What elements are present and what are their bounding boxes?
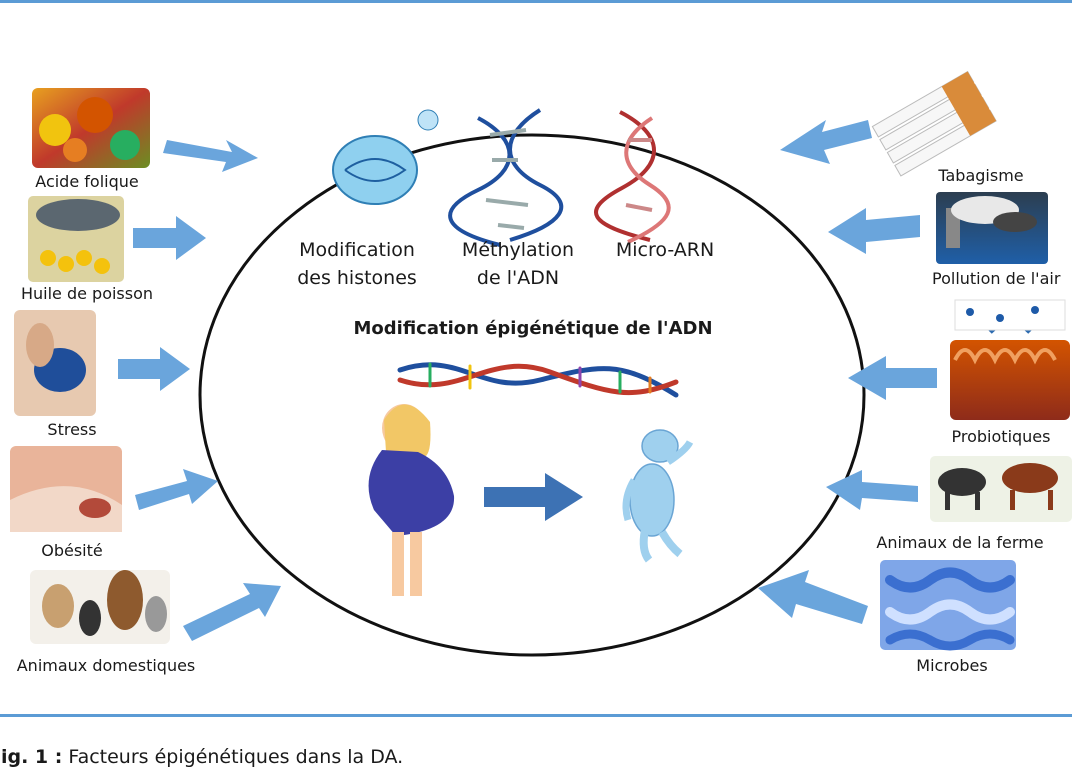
farm-animals-icon <box>930 456 1072 522</box>
gut-tissue-icon <box>950 299 1070 420</box>
food-icon <box>32 88 150 168</box>
rna-strand-icon <box>594 110 671 244</box>
arrow-stress <box>118 347 190 391</box>
arrow-pollution <box>828 208 920 254</box>
smokestack-icon <box>936 192 1048 264</box>
mechanism-histones-line2: des histones <box>297 267 417 289</box>
factor-label-probiotiques: Probiotiques <box>951 427 1051 446</box>
arrow-microbes <box>758 570 868 624</box>
arrow-tabagisme <box>780 120 872 164</box>
mechanism-micro-arn-line1: Micro-ARN <box>615 239 715 261</box>
factor-label-animaux-domestiques: Animaux domestiques <box>16 656 196 675</box>
factor-label-huile-poisson: Huile de poisson <box>20 284 154 303</box>
arrow-probiotiques <box>848 356 937 400</box>
caption-prefix: Fig. 1 : <box>0 746 63 768</box>
mechanism-micro-arn: Micro-ARN <box>616 236 714 264</box>
mechanism-methylation-line1: Méthylation <box>461 239 575 261</box>
center-title: Modification épigénétique de l'ADN <box>353 318 713 339</box>
cigarettes-icon <box>871 70 997 177</box>
dna-helix-icon <box>397 362 679 398</box>
arrow-animaux-domestiques <box>183 583 281 641</box>
baby-icon <box>622 429 694 563</box>
stress-ball-icon <box>14 310 96 416</box>
mechanism-methylation-line2: de l'ADN <box>476 267 560 289</box>
pets-icon <box>30 570 170 644</box>
figure-caption: Fig. 1 : Facteurs épigénétiques dans la … <box>0 746 403 768</box>
mechanism-methylation: Méthylation de l'ADN <box>462 236 574 292</box>
factor-label-microbes: Microbes <box>916 656 988 675</box>
development-arrow <box>484 473 583 521</box>
mechanism-histones-line1: Modification <box>299 239 415 261</box>
histone-icon <box>332 109 439 205</box>
factor-label-animaux-ferme: Animaux de la ferme <box>876 533 1044 552</box>
arrow-animaux-ferme <box>826 470 918 510</box>
bottom-rule <box>0 714 1072 717</box>
factor-label-obesite: Obésité <box>41 541 103 560</box>
belly-icon <box>10 446 122 532</box>
caption-text: Facteurs épigénétiques dans la DA. <box>62 746 404 768</box>
microbes-icon <box>880 560 1016 651</box>
top-rule <box>0 0 1072 3</box>
factor-label-pollution: Pollution de l'air <box>932 269 1061 288</box>
methylated-dna-icon <box>448 108 564 247</box>
factor-arrows <box>118 120 937 641</box>
factor-label-acide-folique: Acide folique <box>35 172 139 191</box>
mechanism-histones: Modification des histones <box>297 236 417 292</box>
factor-label-stress: Stress <box>47 420 97 439</box>
arrow-obesite <box>135 469 218 510</box>
arrow-acide-folique <box>163 140 258 172</box>
central-circle <box>198 133 866 657</box>
pregnant-woman-icon <box>368 404 455 596</box>
factor-label-tabagisme: Tabagisme <box>938 166 1024 185</box>
fish-oil-icon <box>28 196 124 282</box>
arrow-huile-poisson <box>133 216 206 260</box>
